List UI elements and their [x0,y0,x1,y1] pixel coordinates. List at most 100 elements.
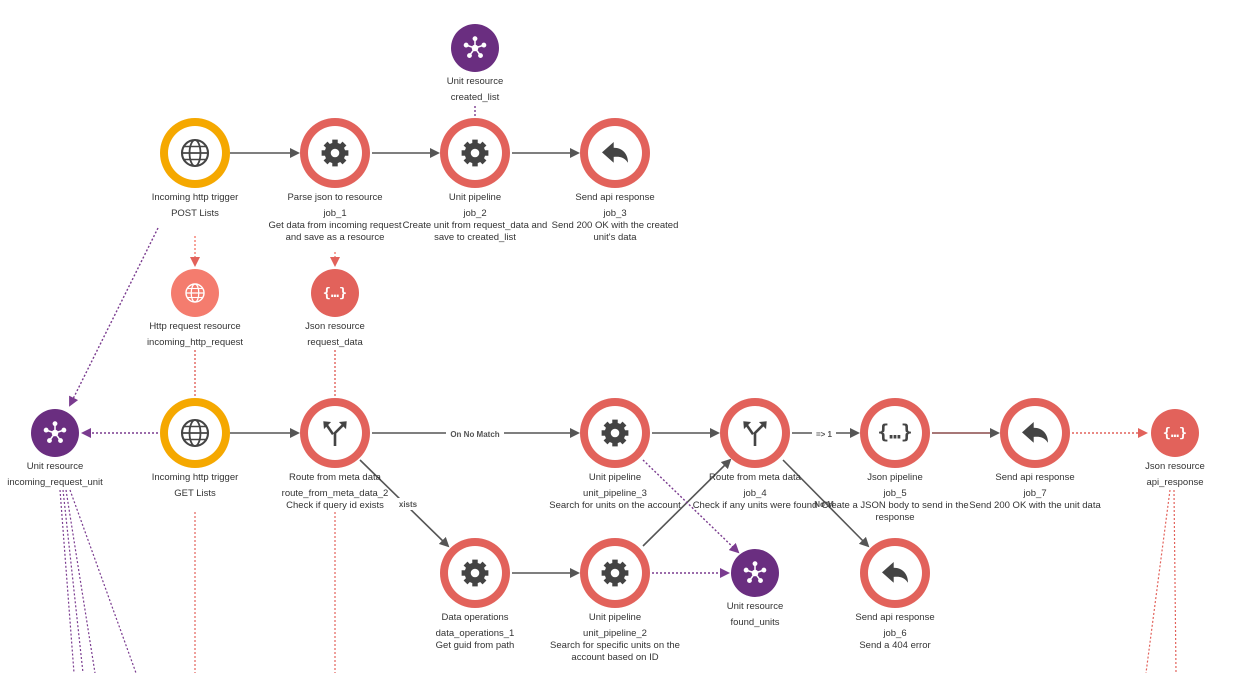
node-desc: Send a 404 error [859,640,931,651]
node-name: unit_pipeline_2 [583,628,647,639]
node-title: Send api response [855,612,935,623]
globe-icon [185,283,205,303]
svg-text:{…}: {…} [1163,425,1187,441]
reply-icon [1022,421,1048,443]
node-title: Route from meta data [709,472,801,483]
edge-label-eq-one: => 1 [816,430,833,439]
node-name: job_7 [1023,488,1047,499]
braces-icon: {…} [877,420,912,443]
node-job4[interactable] [720,398,790,468]
node-name: job_3 [603,208,627,219]
split-icon [743,421,767,446]
edge-unit-in-down-4 [69,489,137,673]
node-name: request_data [307,337,363,348]
edge-post-to-unit-in [69,227,159,407]
braces-icon: {…} [323,285,347,301]
edge-json-api-down-1 [1145,489,1171,673]
node-title: Unit resource [26,461,84,472]
edge-unit-in-down-2 [62,489,84,673]
node-dataops[interactable] [440,538,510,608]
node-name: incoming_request_unit [7,477,103,488]
node-http-res[interactable] [171,269,219,317]
reply-icon [602,141,628,163]
node-title: Parse json to resource [287,192,383,203]
edge-label-no-match-short: No M [814,500,834,509]
svg-text:{…}: {…} [877,420,912,443]
edge-json-api-down-2 [1173,489,1177,673]
braces-icon: {…} [1163,425,1187,441]
node-job1[interactable] [300,118,370,188]
globe-icon [180,138,210,168]
edge-unit-in-down-1 [59,489,75,673]
node-label-json-req: Json resource request_data [260,321,410,349]
node-job3[interactable] [580,118,650,188]
node-trig-get[interactable] [160,398,230,468]
node-job2[interactable] [440,118,510,188]
node-title: Json resource [305,321,365,332]
node-label-unit-in: Unit resource incoming_request_unit [0,461,130,489]
node-unit-in[interactable] [31,409,79,457]
node-name: created_list [450,92,500,103]
hub-icon [463,36,487,58]
node-desc: Search for units on the account [549,500,681,511]
node-job7[interactable] [1000,398,1070,468]
node-up2[interactable] [580,538,650,608]
node-name: job_1 [323,208,347,219]
node-unit-created[interactable] [451,24,499,72]
node-label-unit-created: Unit resource created_list [400,76,550,104]
hub-icon [43,421,67,443]
node-title: Incoming http trigger [151,472,239,483]
node-json-req[interactable]: {…} [311,269,359,317]
node-unit-found[interactable] [731,549,779,597]
node-route2[interactable] [300,398,370,468]
node-json-api[interactable]: {…} [1151,409,1199,457]
node-title: Unit pipeline [588,472,642,483]
node-title: Unit resource [446,76,504,87]
node-name: unit_pipeline_3 [583,488,647,499]
node-desc: Get guid from path [435,640,515,651]
gear-icon [321,139,349,167]
node-title: Route from meta data [289,472,381,483]
edge-unit-in-down-3 [65,489,96,673]
node-title: Data operations [441,612,509,623]
node-desc: Create unit from request_data and save t… [402,220,548,243]
node-title: Send api response [995,472,1075,483]
node-title: Json resource [1145,461,1205,472]
node-up3[interactable] [580,398,650,468]
node-title: Unit pipeline [588,612,642,623]
node-title: Http request resource [149,321,241,332]
node-name: job_4 [743,488,767,499]
node-title: Unit resource [726,601,784,612]
gear-icon [461,139,489,167]
node-job5[interactable]: {…} [860,398,930,468]
node-trig-post[interactable] [160,118,230,188]
node-title: Json pipeline [867,472,923,483]
node-desc: Check if query id exists [286,500,384,511]
node-name: POST Lists [171,208,219,219]
edge-job4-to-job6 [782,459,870,548]
edge-labels: On No Match xists => 1 No M [396,427,836,510]
node-job6[interactable] [860,538,930,608]
hub-icon [743,561,767,583]
node-desc: Check if any units were found [692,500,818,511]
split-icon [323,421,347,446]
node-title: Incoming http trigger [151,192,239,203]
reply-icon [882,561,908,583]
node-name: api_response [1146,477,1204,488]
